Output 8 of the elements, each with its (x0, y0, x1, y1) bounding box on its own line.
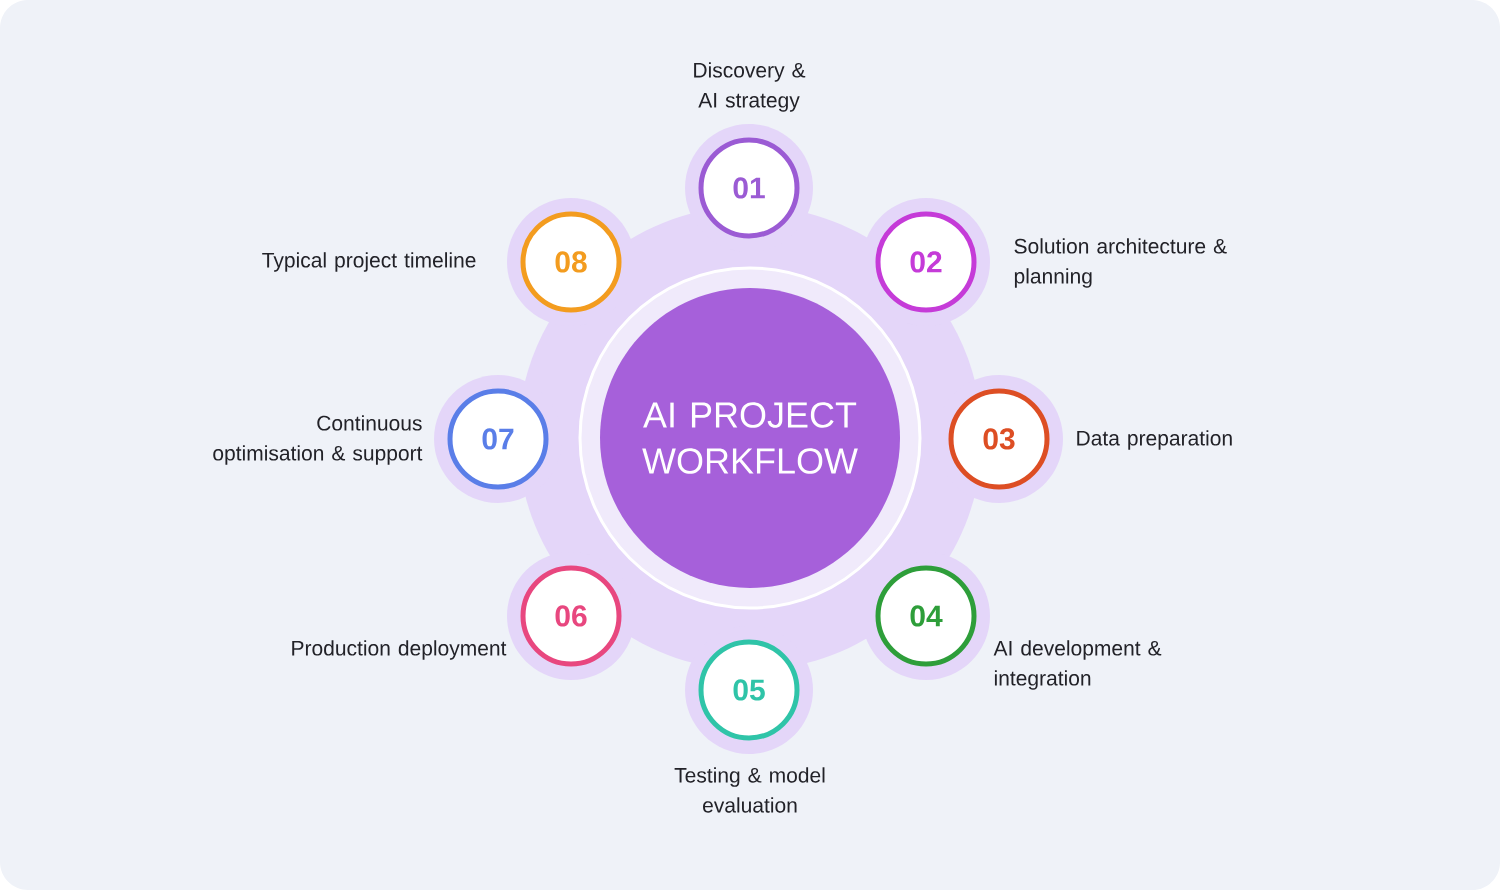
step-label: Data preparation (1077, 430, 1232, 450)
step-label: Solution architecture & planning (1014, 238, 1227, 288)
step-label: Production deployment (292, 640, 507, 660)
step-label: Testing & model evaluation (674, 767, 825, 813)
step-label: Continuous optimisation & support (213, 415, 423, 465)
step-label: Typical project timeline (262, 252, 476, 272)
step-label: AI development & integration (993, 640, 1162, 690)
step-label: Discovery & AI strategy (694, 62, 806, 112)
